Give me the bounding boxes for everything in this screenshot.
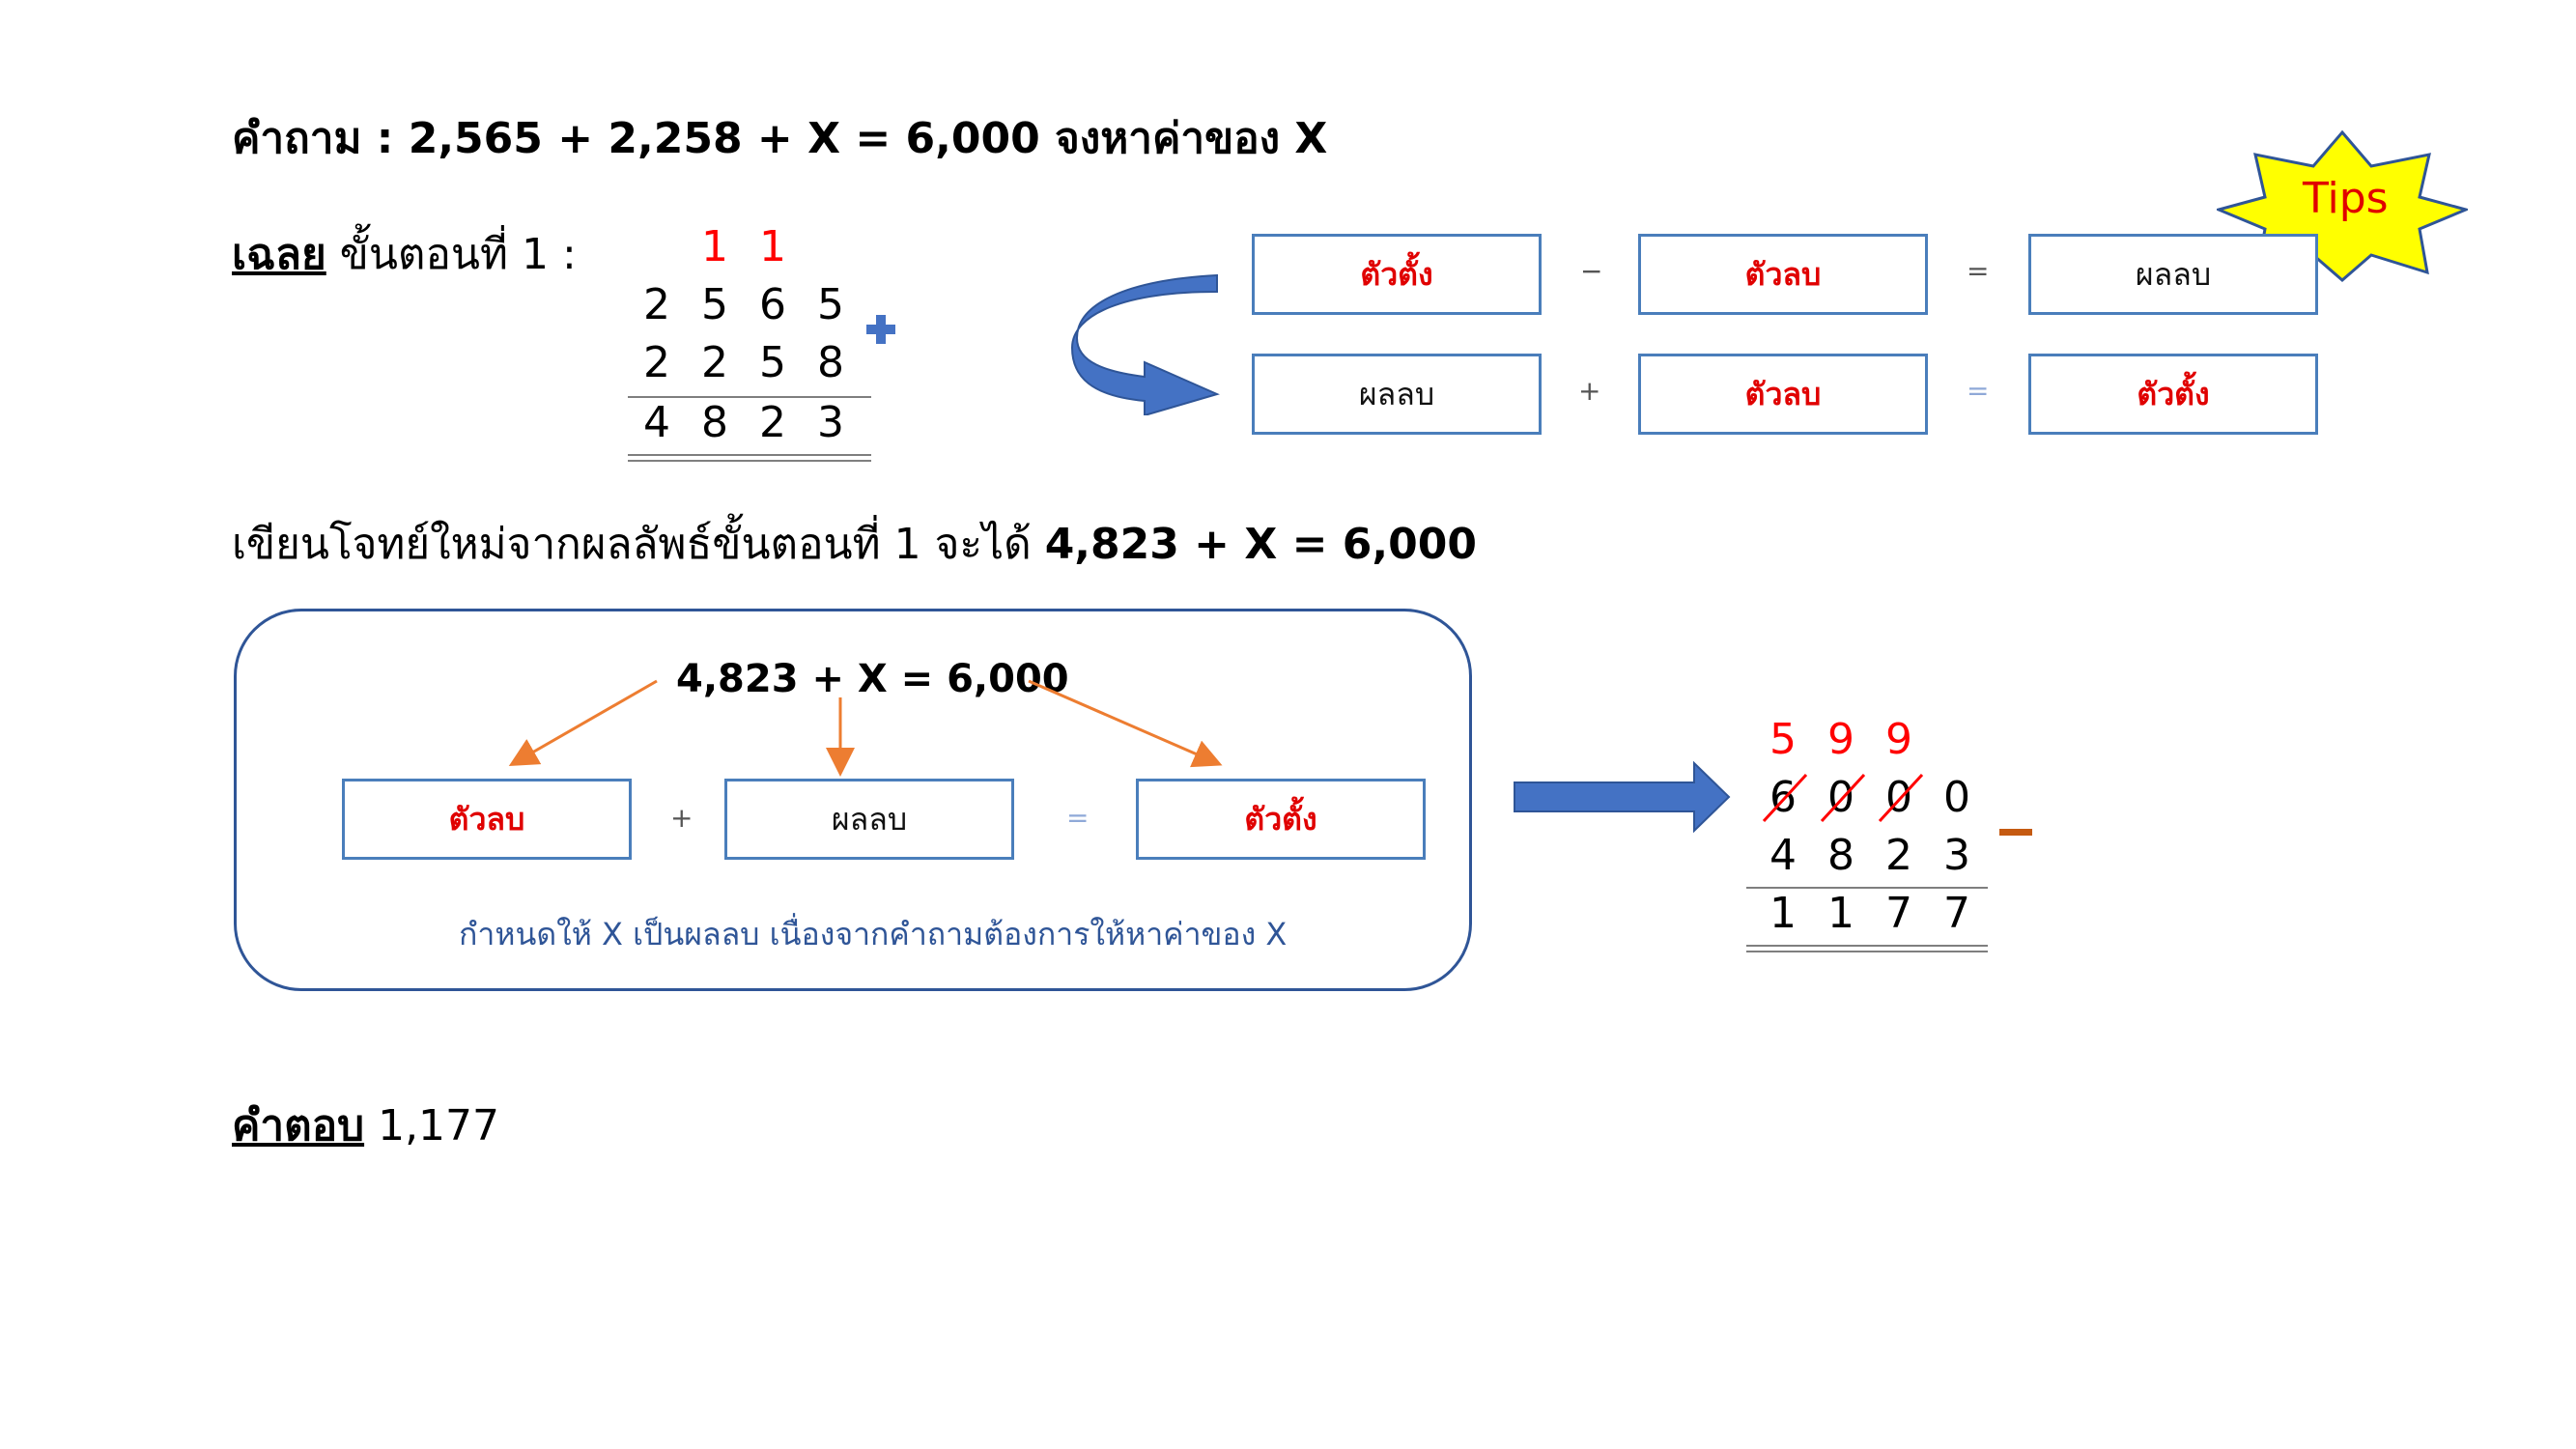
tips-box-difference: ผลลบ (2028, 234, 2318, 315)
step2-result: 1 1 7 7 (1754, 889, 1986, 938)
digit: 8 (1827, 831, 1854, 880)
double-line-bottom-2 (1746, 951, 1988, 952)
panel-op-plus: + (670, 802, 694, 834)
digit: 3 (817, 398, 844, 447)
tips-box-subtrahend: ตัวลบ (1638, 234, 1928, 315)
digit: 0 (1827, 773, 1854, 822)
final-answer: คำตอบ 1,177 (232, 1092, 499, 1159)
question-text: คำถาม : 2,565 + 2,258 + X = 6,000 จงหาค่… (232, 114, 1328, 163)
step1-carry-row: 1 1 (686, 222, 802, 271)
step2-row1: 6 0 0 0 (1754, 773, 1986, 822)
double-line-bottom (628, 460, 871, 462)
digit: 1 (1769, 889, 1797, 938)
digit: 0 (1885, 773, 1912, 822)
minus-icon (1999, 829, 2032, 836)
panel-equation: 4,823 + X = 6,000 (676, 657, 1069, 701)
step1-label: ขั้นตอนที่ 1 : (339, 230, 577, 279)
double-line-top (628, 454, 871, 456)
rewrite-text: เขียนโจทย์ใหม่จากผลลัพธ์ขั้นตอนที่ 1 จะไ… (232, 520, 1032, 569)
tips-box-minuend: ตัวตั้ง (1252, 234, 1542, 315)
digit: 8 (817, 338, 844, 387)
tips-op-plus: + (1578, 375, 1601, 407)
answer-label: เฉลย (232, 230, 326, 279)
final-label: คำตอบ (232, 1101, 365, 1151)
digit: 5 (759, 338, 786, 387)
digit: 2 (643, 280, 670, 329)
panel-note: กำหนดให้ X เป็นผลลบ เนื่องจากคำถามต้องกา… (459, 916, 1288, 952)
strikethrough-marks (1762, 773, 1924, 823)
digit: 0 (1943, 773, 1970, 822)
tips-box-minuend-2: ตัวตั้ง (2028, 354, 2318, 435)
tips-op-equals-2: = (1967, 375, 1990, 407)
borrow-digit: 9 (1885, 715, 1912, 764)
right-arrow-icon (1514, 761, 1731, 833)
digit: 7 (1943, 889, 1970, 938)
step1-row1: 2 5 6 5 (628, 280, 860, 329)
carry-digit: 1 (759, 222, 786, 271)
final-value: 1,177 (378, 1101, 500, 1151)
carry-digit: 1 (701, 222, 728, 271)
digit: 2 (1885, 831, 1912, 880)
digit: 5 (817, 280, 844, 329)
digit: 4 (1769, 831, 1797, 880)
digit: 2 (643, 338, 670, 387)
step1-row2: 2 2 5 8 (628, 338, 860, 387)
panel-arrows (508, 679, 1223, 777)
digit: 6 (759, 280, 786, 329)
digit: 1 (1827, 889, 1854, 938)
sum-line (628, 396, 871, 398)
plus-icon (866, 315, 895, 344)
digit: 5 (701, 280, 728, 329)
explanation-panel (234, 609, 1472, 991)
rewrite-line: เขียนโจทย์ใหม่จากผลลัพธ์ขั้นตอนที่ 1 จะไ… (232, 510, 1477, 578)
curved-arrow-icon (1070, 273, 1220, 415)
difference-line (1746, 887, 1988, 889)
step2-row2: 4 8 2 3 (1754, 831, 1986, 880)
panel-box-minuend: ตัวตั้ง (1136, 779, 1426, 860)
digit: 2 (759, 398, 786, 447)
double-line-top-2 (1746, 945, 1988, 947)
digit: 4 (643, 398, 670, 447)
tips-op-equals: = (1967, 255, 1990, 287)
panel-box-subtrahend: ตัวลบ (342, 779, 632, 860)
digit: 6 (1769, 773, 1797, 822)
digit: 8 (701, 398, 728, 447)
rewrite-equation: 4,823 + X = 6,000 (1044, 520, 1477, 569)
digit: 2 (701, 338, 728, 387)
digit: 7 (1885, 889, 1912, 938)
borrow-digit: 9 (1827, 715, 1854, 764)
tips-op-minus: − (1580, 255, 1603, 287)
digit: 3 (1943, 831, 1970, 880)
answer-step1-label: เฉลย ขั้นตอนที่ 1 : (232, 220, 577, 288)
tips-box-difference-2: ผลลบ (1252, 354, 1542, 435)
step2-borrow-row: 5 9 9 (1754, 715, 1928, 764)
step1-sum: 4 8 2 3 (628, 398, 860, 447)
panel-box-difference: ผลลบ (724, 779, 1014, 860)
borrow-digit: 5 (1769, 715, 1797, 764)
tips-box-subtrahend-2: ตัวลบ (1638, 354, 1928, 435)
tips-label: Tips (2303, 174, 2389, 223)
panel-op-equals: = (1066, 802, 1090, 834)
